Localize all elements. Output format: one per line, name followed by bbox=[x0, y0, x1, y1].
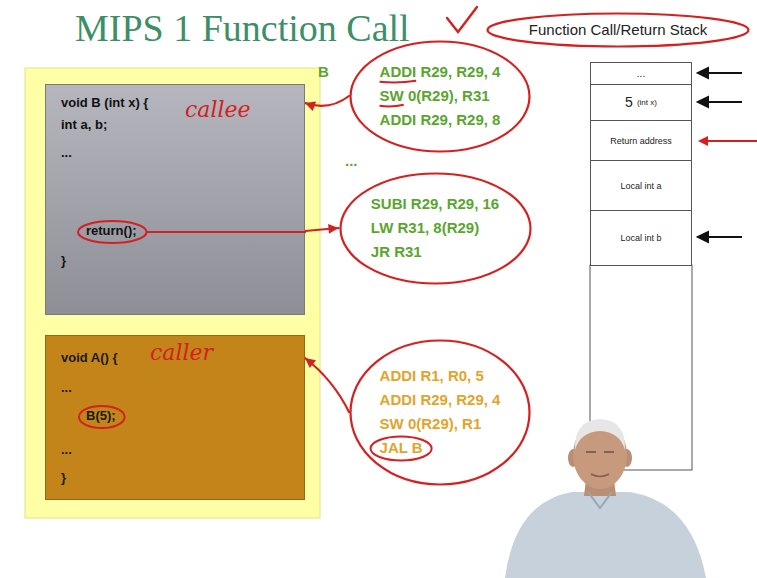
red-pointer-arrow bbox=[698, 136, 757, 146]
assembly-line: SUBI R29, R29, 16 bbox=[371, 192, 499, 216]
arrow-head bbox=[305, 358, 316, 368]
c-code-line: ... bbox=[61, 442, 72, 458]
stack-cell: ... bbox=[590, 62, 692, 85]
hand-drawn-arrow bbox=[305, 224, 339, 234]
stack-cell: Local int a bbox=[590, 160, 692, 211]
hand-drawn-ellipse bbox=[340, 173, 530, 283]
text-stack: Function Call/Return Stack bbox=[529, 21, 707, 39]
lecturer-figure bbox=[505, 419, 706, 578]
c-code-line: void A() { bbox=[61, 350, 118, 366]
hand-drawn-circle bbox=[78, 221, 147, 243]
c-code-line: void B (int x) { bbox=[61, 95, 148, 111]
assembly-line: ADDI R1, R0, 5 bbox=[380, 364, 484, 388]
hand-drawn-ellipse bbox=[351, 41, 530, 151]
stack-cell: Return address bbox=[590, 120, 692, 161]
assembly-line: SW 0(R29), R1 bbox=[380, 412, 482, 436]
c-code-line: } bbox=[61, 253, 66, 269]
hand-drawn-circle bbox=[371, 436, 432, 460]
stack-entry: Local int a bbox=[620, 180, 661, 192]
stack-cell: Local int b bbox=[590, 210, 692, 266]
assembly-line: LW R31, 8(R29) bbox=[371, 216, 479, 240]
arrow-head bbox=[328, 224, 338, 234]
stack-entry: (int x) bbox=[637, 97, 657, 108]
c-code-line: B(5); bbox=[86, 408, 116, 424]
text-stack: SUBI R29, R29, 16LW R31, 8(R29)JR R31 bbox=[371, 192, 499, 264]
arrow-line bbox=[305, 358, 349, 412]
stack-pointer-arrows bbox=[698, 68, 742, 242]
assembly-line: JAL B bbox=[380, 436, 423, 460]
assembly-line: SW 0(R29), R31 bbox=[380, 84, 490, 108]
assembly-line: ADDI R29, R29, 4 bbox=[380, 60, 501, 84]
hand-drawn-arrow bbox=[305, 96, 349, 111]
stack-entry: 5 bbox=[625, 94, 633, 111]
c-code-line: } bbox=[61, 470, 66, 486]
c-code-line: return(); bbox=[86, 223, 137, 239]
stack-entry: Return address bbox=[610, 135, 672, 147]
hand-drawn-ellipse bbox=[351, 340, 530, 484]
stack-heading: Function Call/Return Stack bbox=[486, 12, 750, 48]
callee-prologue: ADDI R29, R29, 4SW 0(R29), R31ADDI R29, … bbox=[349, 40, 531, 153]
stack-cell: 5 (int x) bbox=[590, 84, 692, 121]
stack-entry: ... bbox=[637, 67, 645, 80]
hand-underline bbox=[380, 104, 404, 106]
c-code-line: ... bbox=[61, 380, 72, 396]
hand-drawn-arrow bbox=[305, 358, 349, 412]
handwritten-note: caller bbox=[150, 340, 213, 366]
c-code-line: int a, b; bbox=[61, 117, 107, 133]
heading-text: Function Call/Return Stack bbox=[529, 21, 707, 39]
node-outline bbox=[349, 339, 531, 486]
hand-check-mark bbox=[447, 7, 477, 32]
yellow-panel bbox=[25, 68, 320, 518]
assembly-line: ADDI R29, R29, 4 bbox=[380, 388, 501, 412]
hand-drawn-ellipse bbox=[488, 14, 749, 47]
handwritten-note: callee bbox=[185, 97, 251, 123]
slide-title: MIPS 1 Function Call bbox=[75, 6, 410, 50]
caller-sequence: ADDI R1, R0, 5ADDI R29, R29, 4SW 0(R29),… bbox=[349, 339, 531, 486]
assembly-line: ADDI R29, R29, 8 bbox=[380, 108, 501, 132]
hand-drawn-circle bbox=[79, 406, 125, 428]
text-stack: ADDI R29, R29, 4SW 0(R29), R31ADDI R29, … bbox=[380, 60, 501, 132]
assembly-line: JR R31 bbox=[371, 240, 422, 264]
code-label: B bbox=[318, 63, 329, 81]
callee-epilogue: SUBI R29, R29, 16LW R31, 8(R29)JR R31 bbox=[339, 172, 532, 285]
hand-leader-line bbox=[147, 231, 306, 233]
arrow-head bbox=[305, 102, 316, 111]
callee-code-box: void B (int x) { int a, b;... return();} bbox=[45, 84, 305, 315]
stack-entry: Local int b bbox=[620, 232, 661, 244]
hand-underline bbox=[380, 80, 417, 82]
text-stack: ADDI R1, R0, 5ADDI R29, R29, 4SW 0(R29),… bbox=[380, 364, 501, 460]
c-code-line: ... bbox=[61, 145, 72, 161]
code-ellipsis: ... bbox=[345, 152, 358, 170]
